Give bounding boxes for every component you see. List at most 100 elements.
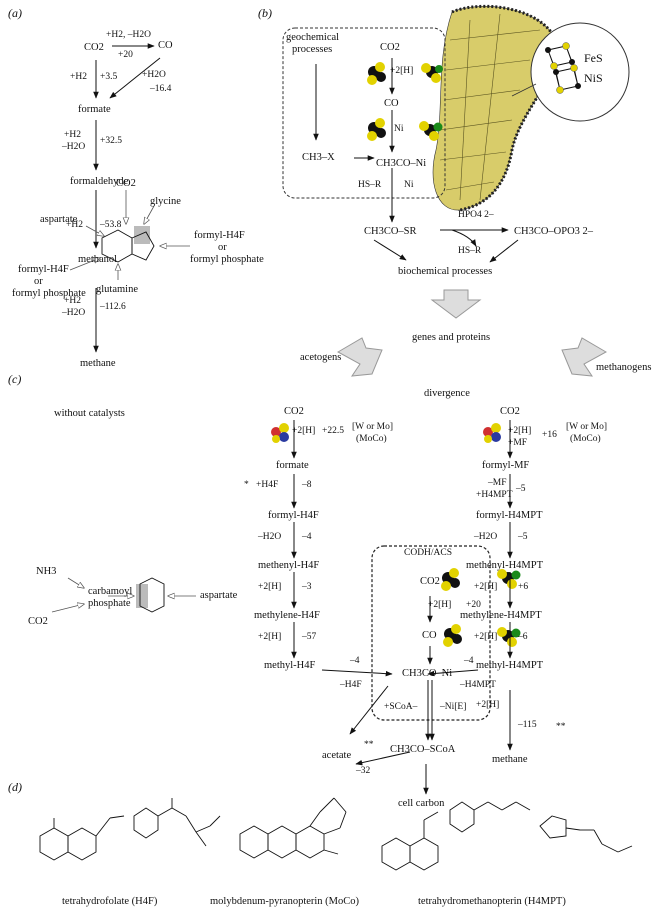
a-step2-energy: +32.5	[100, 136, 122, 146]
b-acetogens: acetogens	[300, 352, 342, 363]
c-formyl-r3: formyl phosphate	[190, 254, 264, 265]
enzyme-dashed-box	[282, 27, 446, 199]
a-top-cond: +H2, –H2O	[106, 30, 151, 40]
fes-nis-cluster-inset	[511, 22, 630, 122]
ac-acet-e: –32	[356, 766, 371, 776]
mg-s2a: –MF	[488, 478, 507, 488]
a-right-cond: +H2O	[142, 70, 166, 80]
b-methanogens: methanogens	[596, 362, 652, 373]
b-divergence: divergence	[424, 388, 470, 399]
ac-s3: –H2O	[258, 532, 282, 542]
mg-s6: –H4MPT	[460, 680, 496, 690]
methanogen-arrows	[427, 420, 513, 751]
a-left-cond: +H2	[70, 72, 87, 82]
a-formate: formate	[78, 104, 111, 115]
codh-s1: +2[H]	[428, 600, 452, 610]
b-processes: processes	[292, 44, 333, 55]
mg-s7e: –115	[518, 720, 537, 730]
mg-methenyl: methenyl-H4MPT	[466, 560, 543, 571]
mg-s7: +2[H]	[476, 700, 500, 710]
b-ch3co-opo3: CH3CO–OPO3 2–	[514, 226, 594, 237]
acetogen-arrows	[291, 420, 393, 735]
mg-methylene: methylene-H4MPT	[460, 610, 542, 621]
codh-cell: cell carbon	[398, 798, 445, 809]
c-co2: CO2	[116, 178, 136, 189]
purine-structure	[101, 226, 155, 263]
c-formyl-l1: formyl-H4F	[18, 264, 69, 275]
c-aspartate: aspartate	[40, 214, 78, 225]
b-ni: Ni	[394, 124, 404, 134]
a-step3-cond: +H2	[66, 220, 83, 230]
a-step4-energy: –112.6	[100, 302, 126, 312]
ac-s6: –H4F	[340, 680, 362, 690]
a-methane: methane	[80, 358, 116, 369]
b-ch3co-sr: CH3CO–SR	[364, 226, 417, 237]
b-ch3x: CH3–X	[302, 152, 335, 163]
mg-co2: CO2	[500, 406, 520, 417]
a-right-energy: –16.4	[150, 84, 172, 94]
mg-s1e: +16	[542, 430, 557, 440]
panel-b-top-arrows	[313, 58, 519, 263]
d-h4f-label: tetrahydrofolate (H4F)	[62, 896, 158, 907]
mg-s1b: +MF	[508, 438, 528, 448]
b-hsr: HS–R	[358, 180, 382, 190]
codh-ch3co-ni: CH3CO–Ni	[402, 668, 453, 679]
mg-methyl: methyl-H4MPT	[476, 660, 544, 671]
b-ch3co-ni: CH3CO–Ni	[376, 158, 427, 169]
ac-s4: +2[H]	[258, 582, 282, 592]
b-ni2: Ni	[404, 180, 414, 190]
c-nh3: NH3	[36, 566, 57, 577]
codh-co2: CO2	[420, 576, 440, 587]
panel-label-c: (c)	[8, 372, 22, 386]
panel-label-b: (b)	[258, 6, 272, 20]
a-step4-cond2: –H2O	[62, 308, 86, 318]
a-top-energy: +20	[118, 50, 133, 60]
mg-s4e: +6	[518, 582, 529, 592]
ac-s1: +2[H]	[292, 426, 316, 436]
moco-structure	[239, 797, 347, 859]
c-glycine: glycine	[150, 196, 181, 207]
codh-acs-box	[371, 545, 491, 721]
a-step3-energy: –53.8	[100, 220, 122, 230]
codh-title: CODH/ACS	[404, 548, 453, 558]
h4f-structure	[39, 798, 221, 861]
c-formyl-r1: formyl-H4F	[194, 230, 245, 241]
b-nis: NiS	[584, 71, 603, 85]
codh-co: CO	[422, 630, 437, 641]
codh-ni-e: –Ni[E]	[440, 702, 467, 712]
a-caption: without catalysts	[54, 408, 125, 419]
a-step2-cond2: –H2O	[62, 142, 86, 152]
d-moco-label: molybdenum-pyranopterin (MoCo)	[210, 896, 360, 907]
ac-s5e: –57	[302, 632, 317, 642]
panel-c-open-arrows	[51, 190, 196, 613]
mg-s5e: –6	[518, 632, 528, 642]
b-co2: CO2	[380, 42, 400, 53]
mg-s3e: –5	[518, 532, 528, 542]
b-two-h: +2[H]	[390, 66, 414, 76]
mg-s3: –H2O	[474, 532, 498, 542]
codh-scoa: +SCoA–	[384, 702, 418, 712]
panel-label-d: (d)	[8, 780, 22, 794]
b-biochemical: biochemical processes	[398, 266, 493, 277]
mg-formyl: formyl-H4MPT	[476, 510, 543, 521]
a-formaldehyde: formaldehyde	[70, 176, 129, 187]
a-step4-cond1: +H2	[64, 296, 81, 306]
c-carbamoyl2: phosphate	[88, 598, 131, 609]
divergence-big-arrows	[336, 289, 608, 377]
mg-s1: +2[H]	[508, 426, 532, 436]
a-step2-cond1: +H2	[64, 130, 81, 140]
a-methanol: methanol	[78, 254, 118, 265]
mg-moco: (MoCo)	[570, 434, 601, 444]
mg-stars: **	[556, 722, 566, 732]
pyrimidine-structure	[136, 577, 165, 613]
b-hpo4: HPO4 2–	[458, 210, 494, 220]
ac-s1e: +22.5	[322, 426, 344, 436]
a-co2: CO2	[84, 42, 104, 53]
ac-methenyl: methenyl-H4F	[258, 560, 320, 571]
h4mpt-structure	[381, 801, 633, 871]
b-geochemical: geochemical	[286, 32, 340, 43]
ac-star: *	[244, 480, 249, 490]
ac-methylene: methylene-H4F	[254, 610, 320, 621]
b-hsr2: HS–R	[458, 246, 482, 256]
